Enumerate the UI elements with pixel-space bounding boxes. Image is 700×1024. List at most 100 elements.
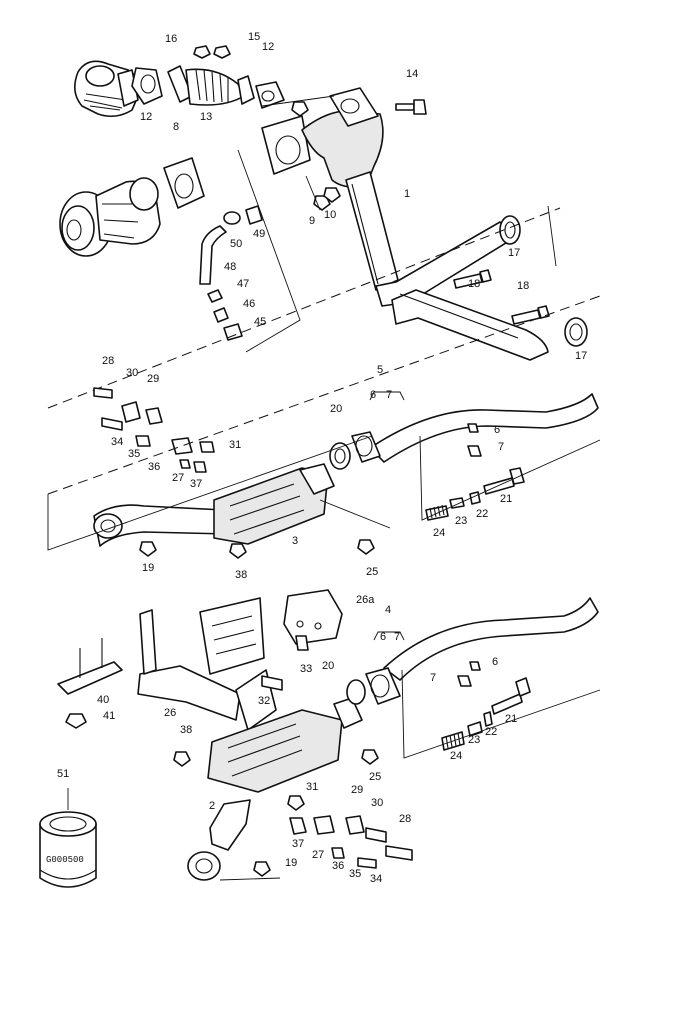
gasket-20-lower	[346, 679, 366, 705]
y-pipe-downpipe	[345, 171, 399, 291]
callout-12: 12	[262, 41, 274, 53]
callout-27: 27	[172, 472, 184, 484]
callout-35: 35	[128, 448, 140, 460]
callout-38: 38	[235, 569, 247, 581]
callout-24: 24	[433, 527, 445, 539]
gasket-20-middle	[329, 442, 351, 470]
callout-28: 28	[399, 813, 411, 825]
callout-7: 7	[394, 631, 400, 643]
callout-47: 47	[237, 278, 249, 290]
callout-7: 7	[430, 672, 436, 684]
connector-ring-51: G000500	[39, 811, 97, 888]
callout-6: 6	[494, 424, 500, 436]
callout-16: 16	[165, 33, 177, 45]
catalytic-converter-2	[207, 697, 363, 793]
callout-1: 1	[404, 188, 410, 200]
gasket-upper-right	[255, 81, 285, 109]
callout-7: 7	[386, 389, 392, 401]
catalytic-converter-3	[213, 463, 335, 545]
callout-22: 22	[485, 726, 497, 738]
callout-38: 38	[180, 724, 192, 736]
callout-13: 13	[200, 111, 212, 123]
callout-20: 20	[330, 403, 342, 415]
callout-50: 50	[230, 238, 242, 250]
bolt-14	[395, 99, 427, 115]
callout-21: 21	[505, 713, 517, 725]
callout-27: 27	[312, 849, 324, 861]
turbo-upper-assembly	[74, 60, 140, 118]
callout-23: 23	[468, 734, 480, 746]
callout-17: 17	[508, 247, 520, 259]
callout-24: 24	[450, 750, 462, 762]
callout-9: 9	[309, 215, 315, 227]
front-pipe-2	[187, 799, 251, 881]
callout-32: 32	[258, 695, 270, 707]
y-pipe-front	[261, 87, 384, 188]
gasket-8	[163, 157, 205, 209]
front-pipe-3	[93, 504, 229, 547]
callout-40: 40	[97, 694, 109, 706]
nuts-9-10	[291, 101, 341, 211]
callout-10: 10	[324, 209, 336, 221]
callout-21: 21	[500, 493, 512, 505]
heat-shield-26	[137, 597, 277, 731]
callout-19: 19	[142, 562, 154, 574]
callout-3: 3	[292, 535, 298, 547]
callout-31: 31	[229, 439, 241, 451]
part-51-marking: G000500	[46, 855, 84, 865]
bracket-26a	[283, 589, 343, 645]
callout-12: 12	[140, 111, 152, 123]
bolt-18-upper	[453, 269, 492, 289]
callout-15: 15	[248, 31, 260, 43]
callout-49: 49	[253, 228, 265, 240]
callout-34: 34	[111, 436, 123, 448]
callout-37: 37	[292, 838, 304, 850]
turbo-lower-assembly	[59, 177, 161, 257]
callout-labels: 16 15 12 14 12 13 8 1 9 10 50 49 17 48 4…	[57, 31, 587, 885]
spring-bolts-middle	[425, 423, 525, 521]
tail-pipe-4	[365, 597, 599, 705]
callout-6: 6	[370, 389, 376, 401]
callout-29: 29	[147, 373, 159, 385]
callout-30: 30	[371, 797, 383, 809]
callout-2: 2	[209, 800, 215, 812]
callout-45: 45	[254, 316, 266, 328]
nuts-middle	[139, 539, 375, 559]
gasket-upper-left	[131, 67, 163, 105]
nuts-lower	[173, 749, 379, 877]
bracket-40	[57, 638, 123, 695]
hanger-parts-lower	[261, 635, 413, 869]
callout-4: 4	[385, 604, 391, 616]
callout-25: 25	[369, 771, 381, 783]
callout-51: 51	[57, 768, 69, 780]
callout-26a: 26a	[356, 594, 375, 606]
callout-7: 7	[498, 441, 504, 453]
callout-29: 29	[351, 784, 363, 796]
callout-35: 35	[349, 868, 361, 880]
callout-14: 14	[406, 68, 418, 80]
callout-48: 48	[224, 261, 236, 273]
callout-26: 26	[164, 707, 176, 719]
flex-bellows-pipe	[167, 65, 255, 106]
nut-41	[65, 713, 87, 729]
callout-8: 8	[173, 121, 179, 133]
seal-ring-17-upper	[499, 215, 521, 245]
callout-20: 20	[322, 660, 334, 672]
tail-pipe-5	[351, 393, 599, 463]
callout-23: 23	[455, 515, 467, 527]
callout-18: 18	[468, 278, 480, 290]
callout-17: 17	[575, 350, 587, 362]
callout-34: 34	[370, 873, 382, 885]
callout-33: 33	[300, 663, 312, 675]
callout-18: 18	[517, 280, 529, 292]
nuts-16-15	[193, 45, 231, 59]
callout-36: 36	[332, 860, 344, 872]
callout-5: 5	[377, 364, 383, 376]
callout-31: 31	[306, 781, 318, 793]
hanger-parts-middle	[93, 387, 215, 473]
callout-36: 36	[148, 461, 160, 473]
callout-19: 19	[285, 857, 297, 869]
callout-6: 6	[380, 631, 386, 643]
seal-ring-17-lower	[564, 317, 588, 347]
callout-30: 30	[126, 367, 138, 379]
